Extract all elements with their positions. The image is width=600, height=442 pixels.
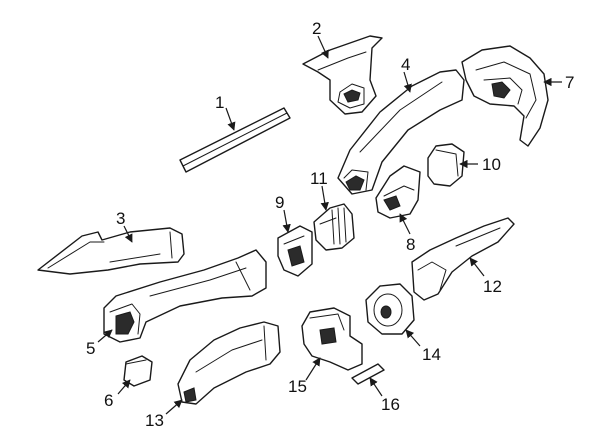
leader-13: [165, 399, 183, 415]
part-8-duct-piece[interactable]: [375, 165, 421, 219]
leader-1: [225, 107, 236, 131]
part-2-upper-duct[interactable]: [302, 35, 383, 115]
part-7-side-vent[interactable]: [461, 45, 549, 147]
leader-11: [320, 185, 329, 211]
leader-15: [305, 357, 321, 381]
callout-12: 12: [483, 277, 502, 296]
part-4-center-duct[interactable]: [337, 69, 465, 195]
callout-3: 3: [116, 209, 125, 228]
callout-labels: 1 2 3 4 5 6 7 8 9 10 11 12 13 14 15 16: [86, 19, 574, 430]
leader-3: [123, 225, 133, 243]
part-10-box-piece[interactable]: [427, 143, 465, 187]
leader-16: [369, 377, 383, 397]
callout-14: 14: [422, 345, 441, 364]
callout-1: 1: [215, 93, 224, 112]
part-15-center-lower-duct[interactable]: [301, 307, 363, 371]
leader-12: [469, 257, 485, 277]
callout-15: 15: [288, 377, 307, 396]
leader-9: [282, 209, 291, 233]
callout-7: 7: [565, 73, 574, 92]
part-13-floor-duct[interactable]: [177, 321, 281, 405]
callout-5: 5: [86, 339, 95, 358]
callout-8: 8: [406, 235, 415, 254]
leader-8: [399, 213, 411, 235]
part-3-left-duct[interactable]: [37, 227, 185, 275]
callout-13: 13: [145, 411, 164, 430]
part-16-seal-strip[interactable]: [351, 363, 385, 385]
leader-4: [403, 71, 412, 93]
leader-14: [405, 329, 421, 347]
leader-lines: [97, 35, 562, 415]
callout-10: 10: [482, 155, 501, 174]
part-1-defroster-strip[interactable]: [179, 107, 291, 173]
part-5-lower-duct[interactable]: [103, 249, 267, 343]
part-11-louver-vent[interactable]: [313, 203, 355, 251]
callout-2: 2: [312, 19, 321, 38]
part-12-rear-duct[interactable]: [411, 217, 515, 301]
leader-5: [97, 329, 113, 343]
callout-9: 9: [275, 193, 284, 212]
callout-16: 16: [381, 395, 400, 414]
callout-11: 11: [310, 169, 328, 188]
leader-6: [117, 379, 131, 395]
part-14-round-outlet[interactable]: [365, 283, 415, 335]
part-9-vent-housing[interactable]: [277, 225, 313, 277]
callout-4: 4: [401, 55, 410, 74]
callout-6: 6: [104, 391, 113, 410]
leader-2: [317, 35, 329, 59]
